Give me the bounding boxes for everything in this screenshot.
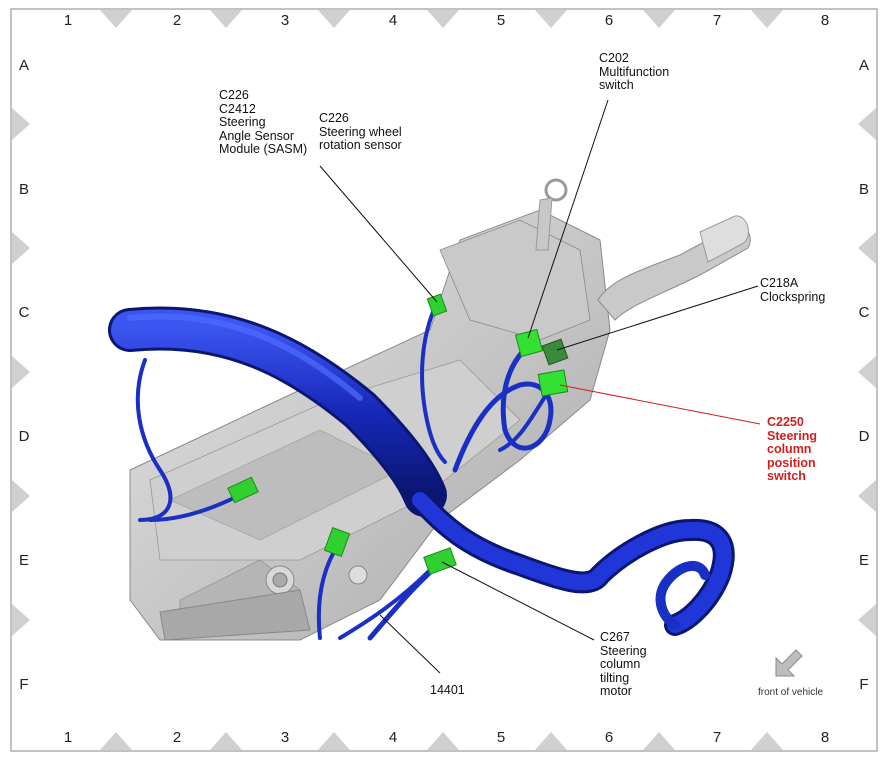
column-label-bottom-3: 3 xyxy=(280,729,290,746)
arrow-down-left-icon xyxy=(775,649,803,677)
row-label-right-c: C xyxy=(858,304,870,321)
callout-c226-sasm: C226 C2412 Steering Angle Sensor Module … xyxy=(219,88,308,156)
row-label-right-b: B xyxy=(858,181,869,198)
row-label-left-f: F xyxy=(19,676,29,693)
connector-c202 xyxy=(514,328,544,358)
column-label-bottom-4: 4 xyxy=(388,729,398,746)
callout-c202: C202 Multifunction switch xyxy=(599,51,670,92)
column-label-bottom-7: 7 xyxy=(712,729,722,746)
callout-c2250: C2250 Steering column position switch xyxy=(767,415,818,483)
column-label-top-2: 2 xyxy=(172,12,182,29)
connector-c2250 xyxy=(537,369,569,397)
row-label-right-d: D xyxy=(858,428,870,445)
connector-lower-left xyxy=(227,476,259,504)
column-label-bottom-2: 2 xyxy=(172,729,182,746)
column-label-top-7: 7 xyxy=(712,12,722,29)
row-label-left-b: B xyxy=(18,181,29,198)
zone-markers xyxy=(12,10,876,750)
connector-c267 xyxy=(423,547,457,575)
column-label-top-8: 8 xyxy=(820,12,830,29)
row-label-right-e: E xyxy=(858,552,869,569)
column-label-bottom-1: 1 xyxy=(63,729,73,746)
column-label-top-3: 3 xyxy=(280,12,290,29)
column-label-top-5: 5 xyxy=(496,12,506,29)
row-label-left-c: C xyxy=(18,304,30,321)
callout-c267: C267 Steering column tilting motor xyxy=(600,630,647,698)
connector-lower-mid xyxy=(323,527,351,557)
callout-14401: 14401 xyxy=(430,683,465,697)
row-label-right-f: F xyxy=(859,676,869,693)
row-label-left-d: D xyxy=(18,428,30,445)
row-label-right-a: A xyxy=(858,57,869,74)
connectors xyxy=(227,293,569,575)
column-label-top-4: 4 xyxy=(388,12,398,29)
diagram-border xyxy=(10,8,878,752)
leader-lines xyxy=(319,99,761,674)
row-label-left-a: A xyxy=(18,57,29,74)
callout-c226-rotation-sensor: C226 Steering wheel rotation sensor xyxy=(319,111,402,152)
column-label-top-6: 6 xyxy=(604,12,614,29)
front-of-vehicle-label: front of vehicle xyxy=(758,687,824,698)
column-label-bottom-5: 5 xyxy=(496,729,506,746)
connector-c226-sasm xyxy=(426,293,448,317)
harness-wires xyxy=(135,303,735,641)
column-label-bottom-8: 8 xyxy=(820,729,830,746)
column-label-bottom-6: 6 xyxy=(604,729,614,746)
callout-c218a: C218A Clockspring xyxy=(760,276,826,304)
row-label-left-e: E xyxy=(18,552,29,569)
connector-c218a xyxy=(541,338,569,366)
column-label-top-1: 1 xyxy=(63,12,73,29)
